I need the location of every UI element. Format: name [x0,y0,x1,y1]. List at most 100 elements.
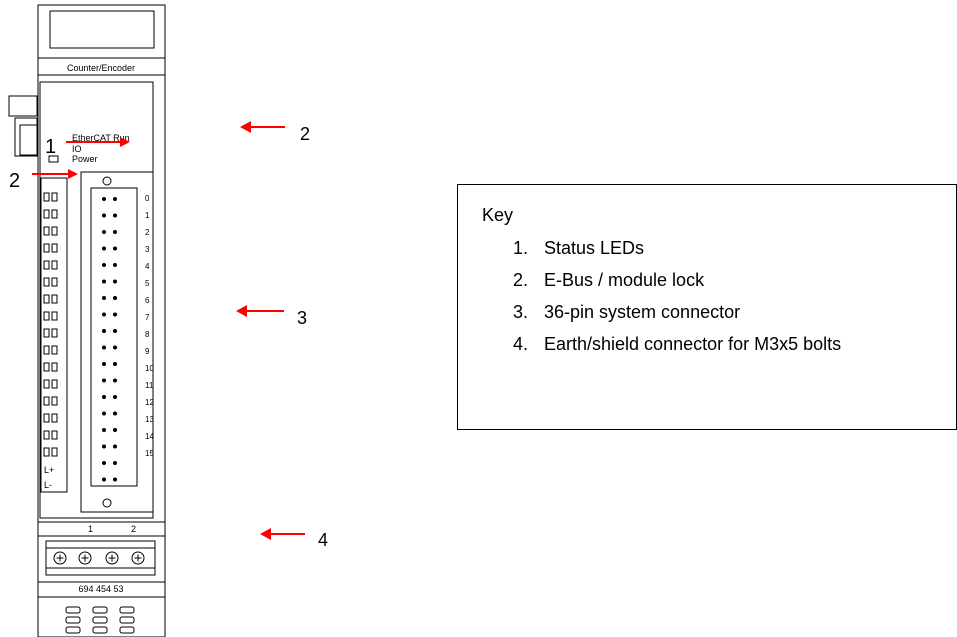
connector-pin [102,362,106,366]
vent-slot [119,616,135,624]
connector-pin [113,461,117,465]
key-item-text: E-Bus / module lock [544,270,705,290]
system-connector [80,171,154,513]
channel-led [51,192,58,202]
key-list: 1.Status LEDs 2. E-Bus / module lock 3.36-p… [513,237,884,365]
channel-led [51,226,58,236]
connector-pin [113,329,117,333]
channel-led [43,413,50,423]
connector-pin [102,197,106,201]
screw-icon [53,551,67,565]
connector-pin [113,246,117,251]
channel-led [43,192,50,202]
channel-led [43,430,50,440]
connector-pin [102,312,106,317]
key-item: 3.36-pin system connector [513,301,884,323]
connector-pin [113,395,117,399]
channel-led [51,209,58,219]
arrow-label-3: 3 [297,308,307,328]
arrow-label-2: 2 [300,124,310,144]
channel-led [51,294,58,304]
channel-number: 5 [145,279,150,288]
channel-led [43,447,50,457]
connector-pin [113,230,117,234]
supply-label-plus: L+ [44,465,54,475]
channel-led [51,362,58,372]
connector-pin [113,213,117,218]
vent-slot [119,626,135,634]
channel-number: 14 [145,432,154,441]
connector-pin [102,329,106,333]
key-item: 4.Earth/shield connector for M3x5 bolts [513,333,884,355]
connector-pin [102,296,106,300]
callout-1: 1 [45,136,56,158]
arrow-3-external [236,305,284,317]
channel-led-strip [40,177,68,493]
channel-led [51,447,58,457]
connector-pin [113,362,117,366]
key-item: 1.Status LEDs [513,237,884,259]
channel-led [51,413,58,423]
channel-number: 11 [145,381,154,390]
channel-led [43,226,50,236]
arrow-status-leds [66,137,130,147]
connector-pin [113,263,117,267]
led-cells [43,192,58,457]
connector-pin [113,444,117,449]
vent-slot [92,626,108,634]
connector-pin [102,395,106,399]
vent-slot [92,606,108,614]
led-label-ethercat: EtherCAT Run [72,133,130,143]
connector-pins [102,197,117,482]
connector-pin [113,312,117,317]
connector-pin [102,477,106,482]
channel-led [43,260,50,270]
channel-number: 12 [145,398,154,407]
key-item-number: 3. [513,302,529,322]
connector-pin [113,279,117,284]
connector-pin [113,428,117,432]
arrow-4-external [260,528,305,540]
arrow-2-external [240,121,285,133]
terminal-number-2: 2 [131,524,136,534]
part-number: 694 454 53 [78,584,123,594]
module-title: Counter/Encoder [67,63,135,73]
connector-pin [102,230,106,234]
connector-pin [102,345,106,350]
key-item-number: 2. [513,270,529,290]
module-lock [8,95,38,117]
terminal-screws [53,551,145,565]
channel-led [51,379,58,389]
channel-led [43,328,50,338]
channel-led [43,396,50,406]
key-item-text: Earth/shield connector for M3x5 bolts [544,334,842,354]
led-label-power: Power [72,154,98,164]
power-led [48,155,59,163]
connector-pin [102,428,106,432]
vent-slot [65,606,81,614]
shield-terminal-block [45,540,156,576]
channel-number: 3 [145,245,150,254]
connector-pin [113,378,117,383]
vent-slots [65,606,135,634]
screw-icon [131,551,145,565]
channel-led [43,243,50,253]
channel-led [43,345,50,355]
vent-slot [92,616,108,624]
connector-pin [113,477,117,482]
channel-number: 0 [145,194,150,203]
channel-led [51,260,58,270]
key-item-text: Status LEDs [544,238,645,258]
channel-number: 1 [145,211,150,220]
channel-led [43,311,50,321]
callout-2: 2 [9,170,20,192]
channel-number: 13 [145,415,154,424]
connector-pin [102,279,106,284]
connector-pin [102,444,106,449]
channel-number: 8 [145,330,150,339]
channel-led [51,243,58,253]
connector-pin [102,263,106,267]
key-item: 2. E-Bus / module lock [513,269,884,291]
